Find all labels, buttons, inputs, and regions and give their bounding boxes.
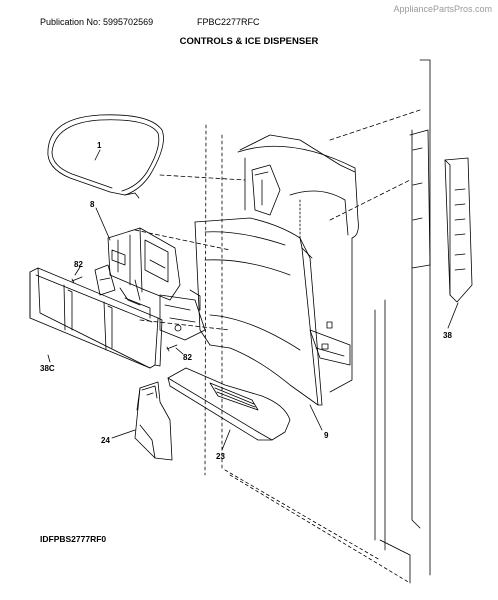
- label-part-23: 23: [216, 452, 225, 461]
- part-23-chute-door: [167, 367, 291, 441]
- model-number: FPBC2277RFC: [197, 17, 260, 27]
- publication-number: Publication No: 5995702569: [40, 17, 154, 27]
- part-38-side-panel: [444, 157, 473, 303]
- label-part-8: 8: [90, 200, 95, 209]
- label-part-9: 9: [324, 431, 329, 440]
- part-8-control-bracket: [94, 227, 206, 341]
- part-38C-interface-panel: [29, 267, 163, 369]
- watermark: AppliancePartsPros.com: [393, 4, 492, 14]
- part-9-dispenser-housing: [194, 217, 323, 406]
- label-part-38C: 38C: [40, 364, 55, 373]
- screws-82: [71, 276, 178, 352]
- label-part-24: 24: [101, 436, 110, 445]
- label-part-82-bottom: 82: [183, 353, 192, 362]
- door-outline: [134, 59, 431, 584]
- diagram-title: CONTROLS & ICE DISPENSER: [179, 36, 319, 47]
- drawing-code: IDFPBS2777RF0: [40, 534, 107, 544]
- part-1-tubing-coil: [47, 114, 164, 199]
- label-part-82-top: 82: [74, 260, 83, 269]
- door-side-trim: [409, 129, 431, 269]
- label-part-1: 1: [97, 141, 102, 150]
- part-24-paddle: [134, 381, 173, 461]
- label-part-38: 38: [443, 331, 452, 340]
